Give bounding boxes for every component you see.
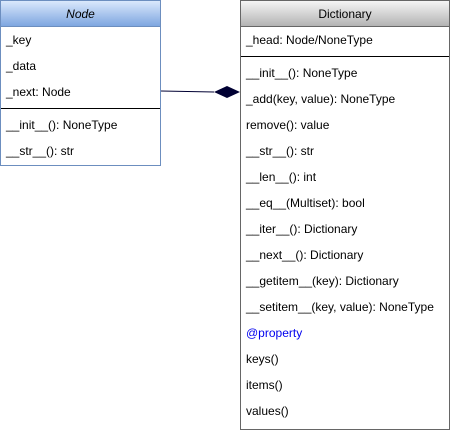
node-methods: __init__(): NoneType __str__(): str xyxy=(1,112,160,164)
dictionary-property-decorator: @property xyxy=(246,326,303,340)
node-attribute-next: _next: Node xyxy=(6,85,71,99)
composition-line xyxy=(160,90,215,93)
dictionary-property-keys: keys() xyxy=(246,352,279,366)
dictionary-method-next: __next__(): Dictionary xyxy=(246,248,364,262)
node-method-str: __str__(): str xyxy=(6,144,75,158)
dictionary-attribute-head: _head: Node/NoneType xyxy=(246,33,373,47)
composition-diamond xyxy=(214,86,240,98)
dictionary-method-len: __len__(): int xyxy=(246,170,317,184)
dictionary-class-box[interactable]: Dictionary _head: Node/NoneType __init__… xyxy=(240,0,450,430)
node-attribute-data: _data xyxy=(6,59,37,73)
dictionary-method-init: __init__(): NoneType xyxy=(246,66,358,80)
node-class-box[interactable]: Node _key _data _next: Node __init__(): … xyxy=(0,0,161,166)
dictionary-method-setitem: __setitem__(key, value): NoneType xyxy=(246,300,434,314)
node-attribute-key: _key xyxy=(6,33,32,47)
dictionary-method-str: __str__(): str xyxy=(246,144,315,158)
dictionary-method-iter: __iter__(): Dictionary xyxy=(246,222,358,236)
node-class-header: Node xyxy=(1,1,160,27)
dictionary-property-items: items() xyxy=(246,378,283,392)
dictionary-property-values: values() xyxy=(246,404,289,418)
node-divider xyxy=(1,108,160,109)
dictionary-methods: __init__(): NoneType _add(key, value): N… xyxy=(241,60,449,424)
dictionary-attributes: _head: Node/NoneType xyxy=(241,27,449,53)
dictionary-method-add: _add(key, value): NoneType xyxy=(246,92,396,106)
dictionary-method-remove: remove(): value xyxy=(246,118,330,132)
dictionary-divider xyxy=(241,56,449,57)
dictionary-class-title: Dictionary xyxy=(318,6,372,21)
node-method-init: __init__(): NoneType xyxy=(6,118,118,132)
node-attributes: _key _data _next: Node xyxy=(1,27,160,105)
dictionary-method-getitem: __getitem__(key): Dictionary xyxy=(246,274,399,288)
dictionary-method-eq: __eq__(Multiset): bool xyxy=(246,196,365,210)
node-class-title: Node xyxy=(66,6,95,21)
dictionary-class-header: Dictionary xyxy=(241,1,449,27)
